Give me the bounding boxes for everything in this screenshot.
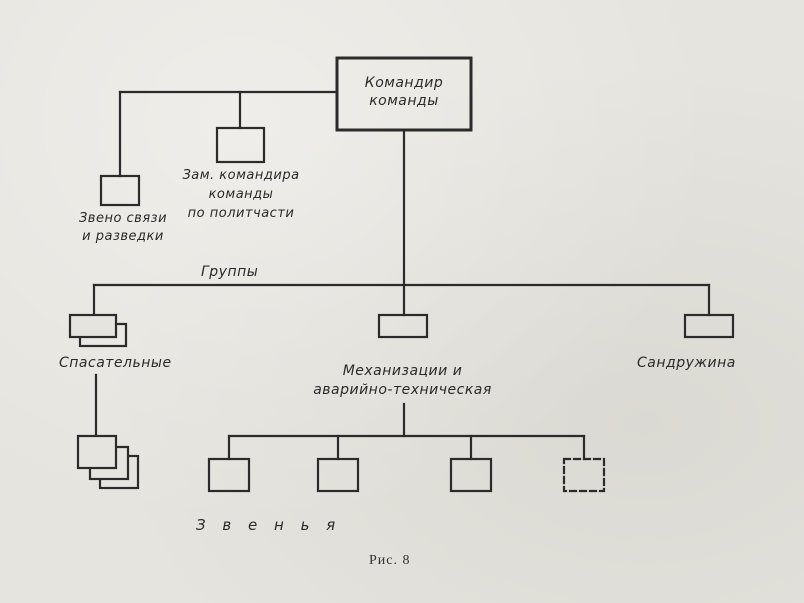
comms-label: Звено связи и разведки: [78, 211, 168, 244]
root-label: Командир команды: [364, 75, 444, 109]
unit-box-1: [207, 457, 251, 493]
mechanization-label: Механизации и аварийно-техническая: [313, 363, 492, 398]
units-label: З в е н ь я: [196, 516, 342, 534]
rescue-unit-box-1: [76, 434, 118, 470]
rescue-label: Спасательные: [59, 355, 172, 371]
medical-label: Сандружина: [637, 355, 736, 371]
unit-box-3: [449, 457, 493, 493]
unit-box-4-dashed: [562, 457, 606, 493]
comms-box: [99, 174, 141, 207]
unit-box-2: [316, 457, 360, 493]
groups-label: Группы: [201, 264, 259, 280]
deputy-box: [215, 126, 266, 164]
medical-box: [683, 313, 735, 339]
mechanization-box: [377, 313, 429, 339]
rescue-box-front: [68, 313, 118, 339]
figure-caption: Рис. 8: [369, 553, 411, 568]
deputy-label: Зам. командира команды по политчасти: [182, 168, 300, 221]
